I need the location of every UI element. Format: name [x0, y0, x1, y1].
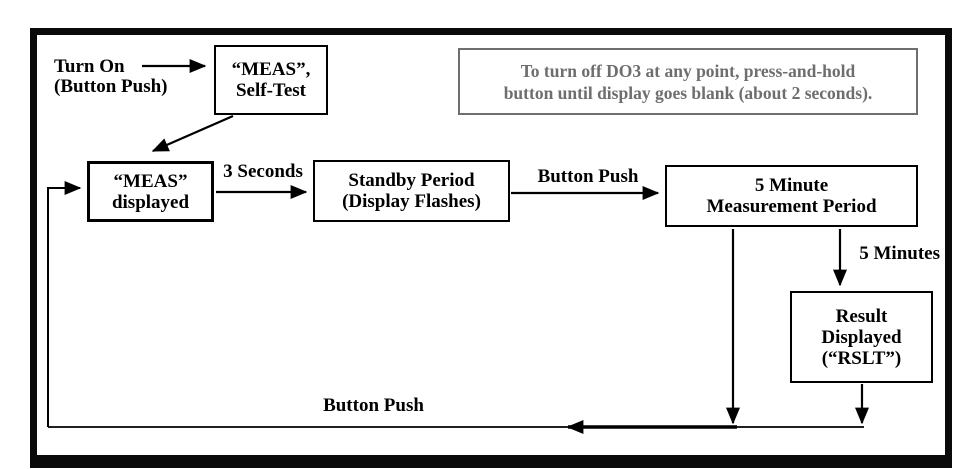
node-standby-period: Standby Period (Display Flashes) — [313, 160, 510, 222]
label-turn-on-line1: Turn On — [54, 56, 125, 77]
node-meas-displayed-line1: “MEAS” — [113, 170, 188, 192]
label-turn-on: Turn On (Button Push) — [54, 57, 194, 97]
node-result-line2: Displayed — [821, 326, 902, 348]
edge-label-5-minutes: 5 Minutes — [859, 243, 940, 264]
shutdown-note-line2: button until display goes blank (about 2… — [503, 82, 873, 103]
node-measurement-period: 5 Minute Measurement Period — [665, 165, 918, 227]
node-meas-displayed-line2: displayed — [111, 191, 190, 213]
arrow-self-test-to-meas-displayed — [151, 114, 234, 153]
node-self-test-line2: Self-Test — [235, 80, 307, 101]
edge-label-button-push-return: Button Push — [323, 395, 424, 416]
node-result-displayed: Result Displayed (“RSLT”) — [790, 291, 933, 383]
shutdown-note-line1: To turn off DO3 at any point, press-and-… — [520, 60, 856, 81]
node-standby-line2: (Display Flashes) — [342, 191, 481, 212]
node-self-test: “MEAS”, Self-Test — [214, 45, 328, 115]
node-standby-line1: Standby Period — [348, 170, 475, 191]
edge-label-button-push: Button Push — [537, 166, 639, 187]
diagram-border — [30, 28, 952, 468]
node-result-line3: (“RSLT”) — [821, 347, 902, 369]
edge-label-3-seconds: 3 Seconds — [223, 161, 303, 182]
label-turn-on-line2: (Button Push) — [54, 76, 168, 97]
arrow-return-to-meas-displayed — [47, 181, 82, 427]
shutdown-note: To turn off DO3 at any point, press-and-… — [458, 48, 918, 115]
node-measurement-line1: 5 Minute — [754, 175, 829, 196]
node-meas-displayed: “MEAS” displayed — [87, 161, 214, 222]
node-self-test-line1: “MEAS”, — [231, 59, 311, 80]
node-result-line1: Result — [835, 305, 888, 327]
node-measurement-line2: Measurement Period — [706, 196, 877, 217]
